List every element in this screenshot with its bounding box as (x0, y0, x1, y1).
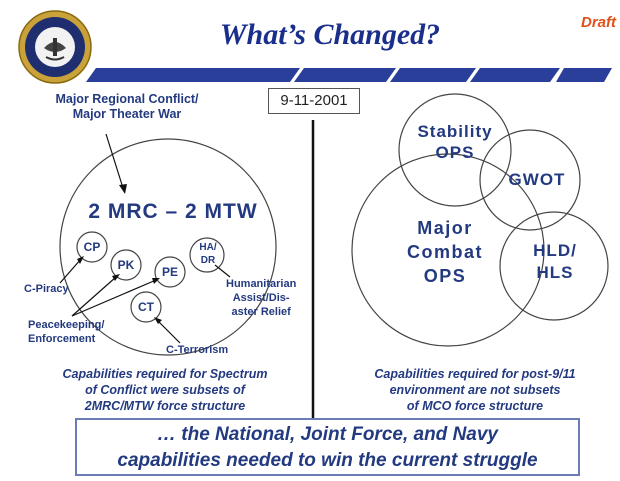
mco-label-line1: Major (417, 218, 473, 238)
left-caption-line3: 2MRC/MTW force structure (84, 399, 246, 413)
hld-hls-label: HLD/ HLS (520, 240, 590, 284)
humanitarian-label: Humanitarian Assist/Dis- aster Relief (226, 277, 296, 319)
mrc-mtw-circle (59, 138, 277, 356)
ct-label: CT (138, 300, 154, 314)
conclusion-line2: capabilities needed to win the current s… (117, 450, 538, 471)
humanitarian-label-line3: aster Relief (231, 306, 291, 318)
big-circle-title: 2 MRC – 2 MTW (88, 200, 258, 223)
stability-ops-label-line2: OPS (435, 143, 475, 162)
peacekeeping-label-line1: Peacekeeping/ (28, 319, 105, 331)
pe-label: PE (161, 265, 178, 279)
pk-circle (110, 249, 142, 281)
mco-label: Major Combat OPS (390, 216, 500, 288)
hld-hls-circle (499, 211, 609, 321)
slide-title: What’s Changed? (219, 18, 441, 51)
stability-ops-circle (398, 93, 512, 207)
gwot-label: GWOT (508, 170, 566, 189)
peacekeeping-label-line2: Enforcement (28, 333, 96, 345)
peacekeeping-label: Peacekeeping/ Enforcement (28, 318, 104, 346)
pk-label: PK (117, 258, 135, 272)
mco-label-line3: OPS (423, 266, 467, 286)
mrc-label-line2: Major Theater War (72, 107, 182, 121)
c-piracy-label: C-Piracy (24, 283, 69, 295)
ha-dr-circle (189, 237, 225, 273)
conclusion-box: … the National, Joint Force, and Navy ca… (75, 418, 580, 476)
c-terrorism-label: C-Terrorism (166, 344, 229, 356)
conclusion-line1: … the National, Joint Force, and Navy (156, 424, 498, 445)
right-caption-line3: of MCO force structure (406, 399, 544, 413)
stability-ops-label-line1: Stability (417, 122, 493, 141)
hld-hls-label-line1: HLD/ (533, 241, 577, 260)
title-band (86, 68, 612, 82)
right-caption-line1: Capabilities required for post-9/11 (374, 367, 576, 381)
mco-circle (351, 153, 545, 347)
ha-dr-label: HA/ DR (199, 242, 217, 266)
gwot-circle (479, 129, 581, 231)
stability-ops-label: Stability OPS (400, 121, 510, 163)
left-caption-line2: of Conflict were subsets of (85, 383, 245, 397)
mco-label-line2: Combat (407, 242, 483, 262)
pe-circle (154, 256, 186, 288)
draft-label: Draft (580, 14, 616, 31)
date-box: 9-11-2001 (268, 88, 360, 114)
mrc-label: Major Regional Conflict/ Major Theater W… (32, 92, 222, 122)
right-caption: Capabilities required for post-9/11 envi… (350, 366, 600, 414)
humanitarian-label-line2: Assist/Dis- (232, 292, 290, 304)
navy-seal-logo (18, 10, 92, 84)
hld-hls-label-line2: HLS (536, 263, 574, 282)
left-caption: Capabilities required for Spectrum of Co… (30, 366, 300, 414)
left-caption-line1: Capabilities required for Spectrum (62, 367, 268, 381)
ct-circle (130, 291, 162, 323)
cp-label: CP (83, 240, 101, 254)
cp-circle (76, 231, 108, 263)
humanitarian-label-line1: Humanitarian (226, 278, 297, 290)
mrc-label-line1: Major Regional Conflict/ (55, 92, 199, 106)
right-caption-line2: environment are not subsets (389, 383, 561, 397)
